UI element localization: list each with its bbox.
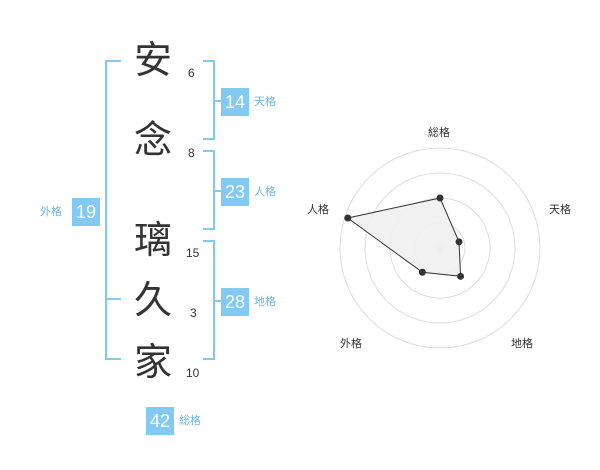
radar-ring [389, 197, 491, 299]
gaikaku-bracket-top [105, 60, 121, 62]
stroke-count-3: 15 [186, 246, 200, 260]
radar-point [455, 238, 463, 246]
radar-point [457, 272, 465, 280]
radar-center [436, 244, 444, 252]
radar-point [344, 214, 352, 222]
name-char-2: 念 [133, 118, 172, 162]
name-char-4: 久 [133, 278, 172, 322]
chikaku-bracket-bottom [203, 358, 215, 360]
stroke-count-1: 6 [188, 66, 195, 80]
jinkaku-label: 人格 [254, 185, 276, 198]
name-char-3: 璃 [133, 218, 172, 262]
radar-ring [364, 172, 516, 324]
jinkaku-bracket-bottom [203, 228, 215, 230]
tenkaku-bracket-top [203, 60, 215, 62]
chikaku-bracket-top [203, 240, 215, 242]
stroke-count-4: 3 [190, 306, 197, 320]
stroke-count-5: 10 [186, 366, 200, 380]
gaikaku-bracket-bottom [105, 358, 121, 360]
radar-label-left: 人格 [307, 203, 329, 216]
soukaku-label: 総格 [179, 414, 201, 427]
gaikaku-bracket-split [105, 298, 121, 300]
gaikaku-value: 19 [72, 198, 100, 226]
jinkaku-bracket-top [203, 150, 215, 152]
jinkaku-bracket-vertical [213, 150, 215, 230]
jinkaku-bracket-stub [215, 190, 221, 192]
radar-label-bottom-right: 地格 [511, 337, 533, 350]
tenkaku-bracket-stub [215, 100, 221, 102]
tenkaku-bracket-bottom [203, 138, 215, 140]
radar-label-bottom-left: 外格 [340, 337, 362, 350]
radar-label-right: 天格 [549, 203, 571, 216]
chikaku-label: 地格 [254, 295, 276, 308]
radar-polygon [346, 197, 462, 277]
radar-label-top: 総格 [428, 126, 450, 139]
radar-ring [339, 147, 541, 349]
stroke-count-2: 8 [188, 146, 195, 160]
gaikaku-label: 外格 [40, 205, 62, 218]
tenkaku-value: 14 [221, 88, 249, 116]
radar-ring [414, 222, 466, 274]
radar-point [436, 194, 444, 202]
name-char-5: 家 [133, 340, 172, 384]
tenkaku-bracket-vertical [213, 60, 215, 140]
soukaku-value: 42 [146, 407, 174, 435]
tenkaku-label: 天格 [254, 95, 276, 108]
radar-point [418, 268, 426, 276]
chikaku-bracket-stub [215, 300, 221, 302]
gaikaku-bracket-vertical [105, 60, 107, 360]
chikaku-value: 28 [221, 288, 249, 316]
jinkaku-value: 23 [221, 178, 249, 206]
chikaku-bracket-vertical [213, 240, 215, 360]
name-char-1: 安 [133, 38, 172, 82]
